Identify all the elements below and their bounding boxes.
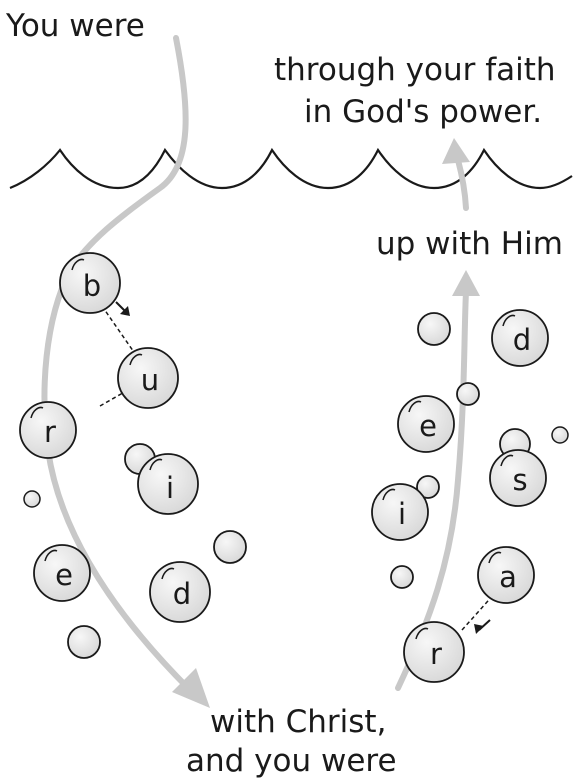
bubble-letter-i-right: i xyxy=(372,476,439,540)
dashed-connector xyxy=(102,306,138,358)
bubble-letter-s-right: s xyxy=(490,429,546,506)
letter-i: i xyxy=(398,497,406,531)
letter-i: i xyxy=(166,471,174,505)
letter-a: a xyxy=(499,560,517,594)
letter-r: r xyxy=(430,637,442,671)
caption-through-faith: through your faith xyxy=(274,50,556,91)
letter-b: b xyxy=(83,269,101,303)
letter-e: e xyxy=(55,558,73,592)
plain-bubble xyxy=(418,313,450,345)
small-arrow-stem xyxy=(116,302,126,312)
bubble-letter-b: b xyxy=(60,253,120,313)
bubble-letter-r: r xyxy=(20,402,76,458)
caption-with-christ: with Christ, xyxy=(210,702,386,743)
letter-s: s xyxy=(512,463,527,497)
plain-bubble xyxy=(457,383,479,405)
bubble-letter-r-right: r xyxy=(404,622,464,682)
surface-rise-arrowhead xyxy=(442,138,470,164)
plain-bubble xyxy=(24,491,40,507)
caption-you-were: You were xyxy=(6,6,145,47)
ascend-arrowhead xyxy=(452,270,480,296)
bubble-letter-e-right: e xyxy=(398,396,454,452)
bubble-letter-d: d xyxy=(150,562,210,622)
plain-bubble xyxy=(391,566,413,588)
small-arrow-stem xyxy=(479,620,490,630)
caption-and-you-were: and you were xyxy=(186,741,397,782)
bubble-letter-e: e xyxy=(34,545,90,601)
water-surface-line xyxy=(10,150,572,188)
letter-u: u xyxy=(141,363,159,397)
letter-d: d xyxy=(173,577,191,611)
caption-up-with-him: up with Him xyxy=(376,224,563,265)
plain-bubble xyxy=(68,626,100,658)
letter-r: r xyxy=(44,415,56,449)
plain-bubble xyxy=(552,427,568,443)
caption-gods-power: in God's power. xyxy=(304,92,542,133)
bubble-letter-a-right: a xyxy=(478,547,534,603)
bubble-letter-d-right: d xyxy=(492,310,548,366)
letter-d: d xyxy=(513,323,531,357)
surface-rise-arrow xyxy=(458,160,466,208)
letter-e: e xyxy=(419,409,437,443)
plain-bubble xyxy=(214,531,246,563)
bubble-letter-i: i xyxy=(125,444,198,514)
bubble-letter-u: u xyxy=(118,348,178,408)
